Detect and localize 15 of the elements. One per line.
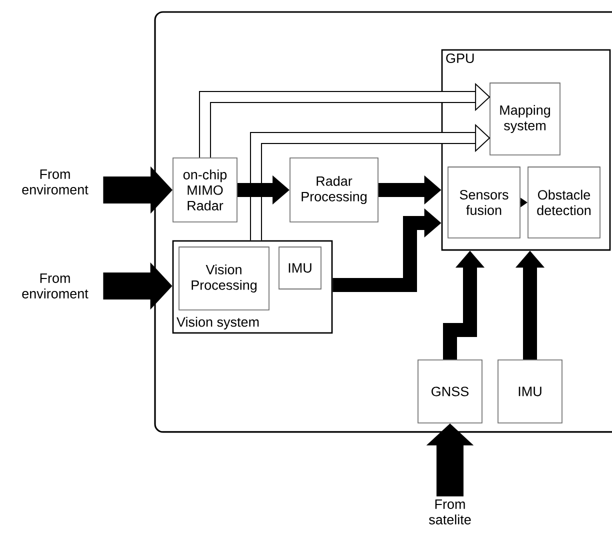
input-label: From enviroment bbox=[22, 274, 88, 298]
module-box: Sensors fusion bbox=[448, 166, 520, 238]
system-box bbox=[154, 11, 612, 433]
module-box: Obstacle detection bbox=[528, 166, 600, 238]
module-box: Radar Processing bbox=[290, 158, 378, 222]
hollow-arrow bbox=[250, 124, 490, 240]
hollow-arrow bbox=[199, 82, 490, 158]
module-box: Mapping system bbox=[490, 82, 560, 156]
module-box: on-chip MIMO Radar bbox=[172, 158, 238, 222]
module-box: GNSS bbox=[418, 360, 482, 424]
module-box: IMU bbox=[278, 246, 322, 290]
module-box: IMU bbox=[498, 360, 562, 424]
input-label: From satelite bbox=[429, 500, 471, 524]
input-label: From enviroment bbox=[22, 170, 88, 194]
module-box: Vision Processing bbox=[178, 246, 270, 310]
